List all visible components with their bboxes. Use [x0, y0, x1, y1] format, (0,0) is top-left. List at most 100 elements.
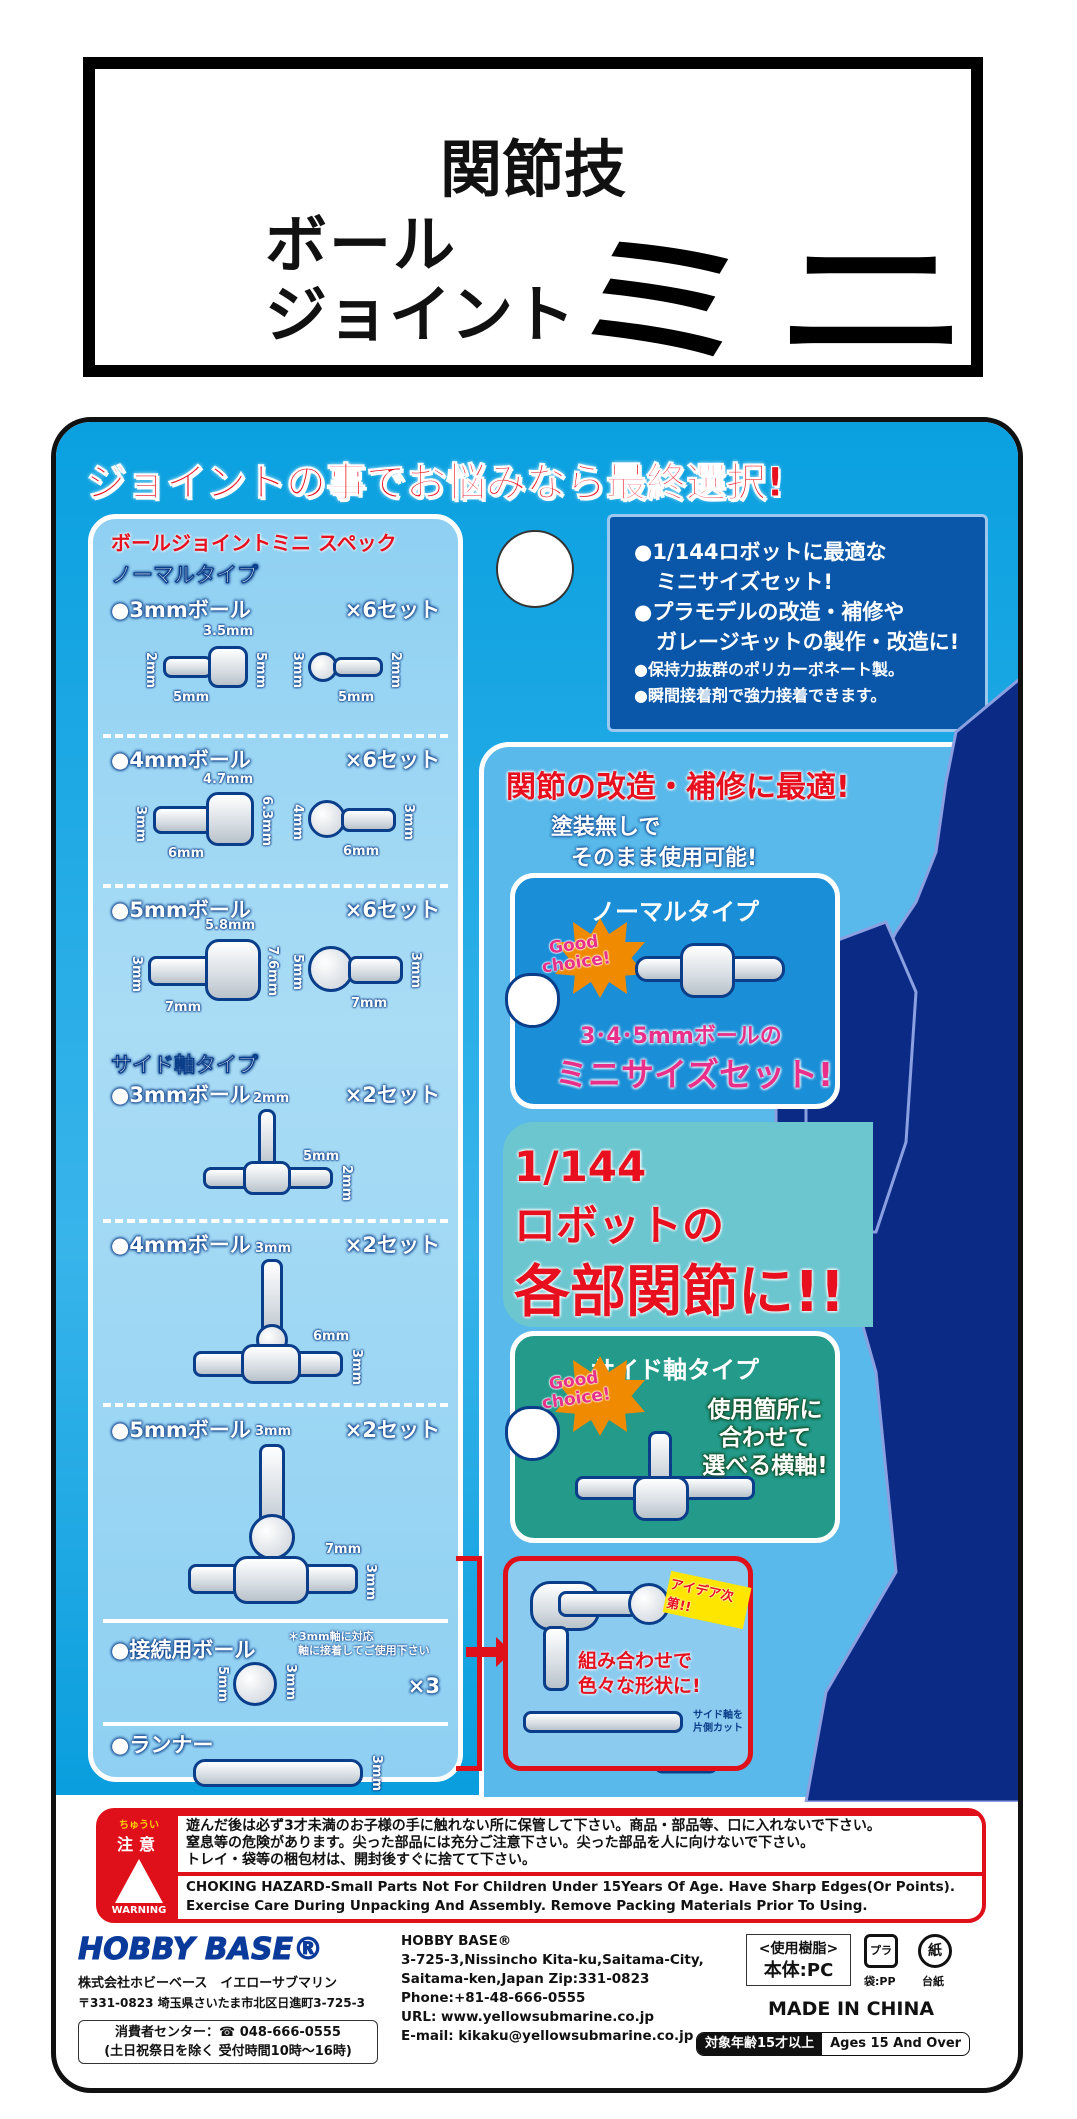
- dim-label: 3mm: [369, 1755, 384, 1792]
- warning-jp: 遊んだ後は必ず3才未満のお子様の手に触れない所に保管して下さい。商品・部品等、口…: [178, 1816, 982, 1872]
- dim-label: 5mm: [215, 1666, 230, 1703]
- item-qty: ×3: [407, 1674, 440, 1698]
- combo-ball: [628, 1583, 670, 1625]
- resin-value: 本体:PC: [763, 1960, 834, 1981]
- dim-label: 5mm: [173, 690, 210, 705]
- connector-note: 軸に接着してご使用下さい: [298, 1644, 430, 1657]
- ball-stem: [341, 808, 396, 832]
- combo-cut-bar: [523, 1711, 683, 1733]
- dim-label: 3mm: [133, 806, 148, 843]
- hobby-base-logo: HOBBY BASE®: [77, 1932, 324, 1968]
- normal-type-box: ノーマルタイプ Good choice! 3･4･5mmボールの ミニサイズセッ…: [505, 873, 840, 1109]
- dim-label: 3mm: [363, 1564, 378, 1601]
- combo-caption: 組み合わせで: [578, 1650, 693, 1672]
- connector-ball: [233, 1662, 277, 1706]
- spec-row-5mm: ●5mmボール ×6セット 5.8mm 3mm 7mm 7.6mm 5mm 3m…: [93, 894, 458, 1044]
- box-title: ノーマルタイプ: [591, 898, 759, 926]
- socket-stem: [148, 956, 213, 986]
- website-link[interactable]: URL: www.yellowsubmarine.co.jp: [401, 2009, 655, 2025]
- usage-subline: そのまま使用可能!: [571, 846, 758, 871]
- divider: [103, 734, 448, 738]
- dim-label: 7.6mm: [265, 946, 280, 997]
- usage-subline: 塗装無しで: [551, 815, 661, 840]
- divider: [103, 884, 448, 888]
- package-card: ジョイントの事でお悩みなら最終選択! ボールジョイントミニ スペック ノーマルタ…: [51, 417, 1023, 2093]
- feature-bullet: ミニサイズセット!: [656, 570, 833, 594]
- combo-note: サイド軸を: [693, 1710, 743, 1721]
- item-qty: ×6セット: [344, 898, 440, 922]
- warning-box: ちゅうい 注意 WARNING 遊んだ後は必ず3才未満のお子様の手に触れない所に…: [96, 1808, 986, 1923]
- side-hub: [233, 1556, 309, 1604]
- item-label: ●4mmボール: [111, 748, 251, 772]
- warning-title: 注意: [116, 1835, 161, 1854]
- warning-label-block: ちゅうい 注意 WARNING: [100, 1812, 178, 1919]
- hang-hole: [496, 530, 574, 608]
- consumer-center: 消費者センター：☎ 048-666-0555 (土日祝祭日を除く 受付時間10時…: [78, 2020, 378, 2064]
- dim-label: 6mm: [168, 846, 205, 861]
- resin-box: <使用樹脂> 本体:PC: [746, 1934, 851, 1986]
- divider: [103, 1219, 448, 1223]
- title-panel: 関節技 ボール ジョイント ミニ: [83, 57, 983, 384]
- spec-panel: ボールジョイントミニ スペック ノーマルタイプ ●3mmボール ×6セット 3.…: [88, 514, 463, 1791]
- socket-cup: [208, 646, 248, 688]
- feature-bullet: ●1/144ロボットに最適な: [634, 540, 887, 564]
- idea-badge: アイデア次第!!: [662, 1570, 752, 1630]
- side-post: [259, 1444, 285, 1534]
- pla-recycle-icon: プラ: [864, 1934, 898, 1968]
- side-row-5mm: ●5mmボール ×2セット 3mm 7mm 3mm: [93, 1414, 458, 1629]
- address-line: 3-725-3,Nissincho Kita-ku,Saitama-City,: [401, 1952, 704, 1968]
- combo-post: [543, 1626, 569, 1691]
- dim-label: 6mm: [313, 1329, 350, 1344]
- company-name: 株式会社ホビーベース イエローサブマリン: [78, 1976, 337, 1991]
- address-en: HOBBY BASE® 3-725-3,Nissincho Kita-ku,Sa…: [401, 1932, 704, 2046]
- product-name-line2: ジョイント: [265, 278, 576, 351]
- thumbs-up-icon: [505, 1406, 560, 1461]
- connector-note: ＊3mm軸に対応: [288, 1630, 374, 1643]
- side-row-4mm: ●4mmボール ×2セット 3mm 6mm 3mm: [93, 1229, 458, 1414]
- item-label: ●5mmボール: [111, 898, 251, 922]
- band-text: 1/144: [514, 1142, 647, 1191]
- side-hub: [243, 1161, 291, 1195]
- item-label: ●4mmボール: [111, 1233, 251, 1257]
- dim-label: 3.5mm: [203, 624, 254, 639]
- ball-stem: [348, 956, 403, 984]
- feature-box: ●1/144ロボットに最適な ミニサイズセット! ●プラモデルの改造・補修や ガ…: [607, 514, 988, 732]
- address-jp: 〒331-0823 埼玉県さいたま市北区日進町3-725-3: [78, 1996, 365, 2010]
- callout-line: 選べる横軸!: [702, 1453, 828, 1479]
- dim-label: 7mm: [351, 996, 388, 1011]
- email-link[interactable]: E-mail: kikaku@yellowsubmarine.co.jp: [401, 2028, 694, 2044]
- product-name-mini: ミニ: [565, 221, 986, 384]
- socket-cup: [206, 792, 254, 846]
- dim-label: 4mm: [290, 804, 305, 841]
- usage-headline: 関節の改造・補修に最適!: [506, 770, 850, 805]
- combo-rod: [558, 1591, 638, 1617]
- dim-label: 3mm: [255, 1424, 292, 1439]
- headline: ジョイントの事でお悩みなら最終選択!: [85, 460, 785, 507]
- resin-label: <使用樹脂>: [758, 1941, 839, 1957]
- dim-label: 6.3mm: [259, 796, 274, 847]
- age-en: Ages 15 And Over: [830, 2036, 962, 2051]
- combo-note: 片側カット: [693, 1723, 743, 1734]
- age-jp: 対象年齢15才以上: [697, 2033, 823, 2055]
- combo-box: アイデア次第!! 組み合わせで 色々な形状に! サイド軸を 片側カット: [503, 1556, 753, 1771]
- socket-stem: [163, 656, 213, 678]
- socket-stem: [153, 806, 213, 834]
- phone: Phone:+81-48-666-0555: [401, 1990, 586, 2006]
- warning-line: 窒息等の危険があります。尖った部品には充分ご注意下さい。尖った部品を人に向けない…: [186, 1835, 815, 1851]
- runner-row: ●ランナー 3mm: [93, 1729, 458, 1792]
- divider: [103, 1722, 448, 1726]
- address-line: Saitama-ken,Japan Zip:331-0823: [401, 1971, 650, 1987]
- dim-label: 2mm: [253, 1091, 290, 1106]
- item-qty: ×2セット: [344, 1418, 440, 1442]
- item-label: ●5mmボール: [111, 1418, 251, 1442]
- feature-bullet: ●瞬間接着剤で強力接着できます。: [634, 686, 887, 705]
- feature-bullet: ●プラモデルの改造・補修や: [634, 600, 905, 624]
- side-post: [258, 1109, 276, 1169]
- runner-rod: [193, 1759, 363, 1787]
- side-ball: [249, 1514, 295, 1560]
- item-qty: ×2セット: [344, 1083, 440, 1107]
- warning-line: トレイ・袋等の梱包材は、開封後すぐに捨てて下さい。: [186, 1852, 536, 1868]
- side-row-3mm: ●3mmボール ×2セット 2mm 5mm 2mm: [93, 1079, 458, 1229]
- dim-label: 3mm: [283, 1664, 298, 1701]
- consumer-hours: (土日祝祭日を除く 受付時間10時～16時): [104, 2044, 352, 2059]
